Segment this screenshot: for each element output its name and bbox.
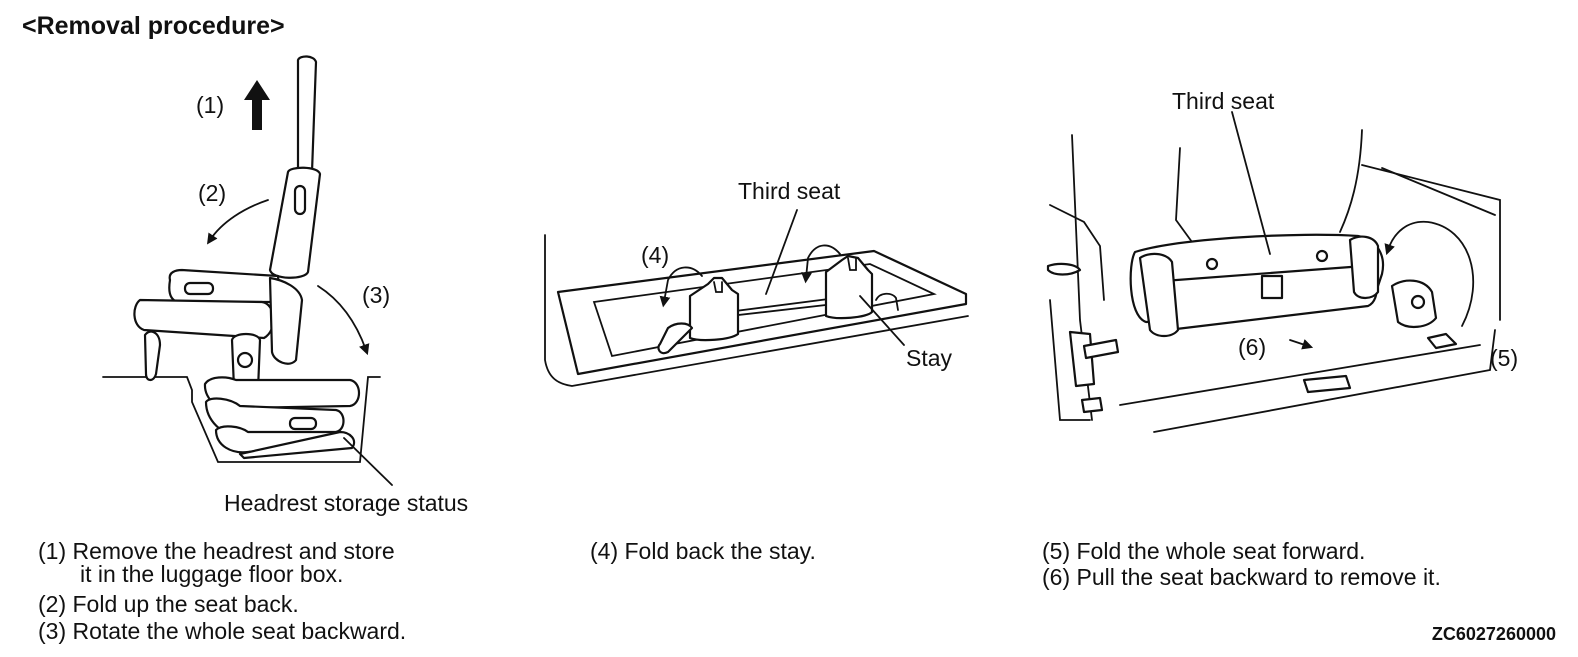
panel2-seat-label: Third seat	[738, 178, 841, 204]
step-text-3: (3) Rotate the whole seat backward.	[38, 618, 407, 644]
panel3-seat-label: Third seat	[1172, 88, 1275, 114]
panel2-stay-illustration	[544, 209, 969, 387]
step-text-1b: it in the luggage floor box.	[80, 561, 344, 587]
callout-step4: (4)	[641, 242, 670, 268]
stay-label: Stay	[906, 345, 953, 371]
step-text-1a: (1) Remove the headrest and store	[38, 538, 395, 564]
step-text-4: (4) Fold back the stay.	[590, 538, 816, 564]
panel1-seat-illustration	[102, 55, 393, 486]
step-text-5: (5) Fold the whole seat forward.	[1042, 538, 1366, 564]
callout-step2: (2)	[198, 180, 227, 206]
step-text-2: (2) Fold up the seat back.	[38, 591, 299, 617]
figure-code: ZC6027260000	[1431, 624, 1556, 644]
panel3-luggage-illustration	[1046, 111, 1501, 433]
callout-step5: (5)	[1490, 345, 1519, 371]
callout-step1: (1)	[196, 92, 225, 118]
step-text-6: (6) Pull the seat backward to remove it.	[1042, 564, 1441, 590]
headrest-storage-label: Headrest storage status	[224, 490, 469, 516]
callout-step3: (3)	[362, 282, 391, 308]
callout-step6: (6)	[1238, 334, 1267, 360]
page-title: <Removal procedure>	[22, 12, 285, 40]
